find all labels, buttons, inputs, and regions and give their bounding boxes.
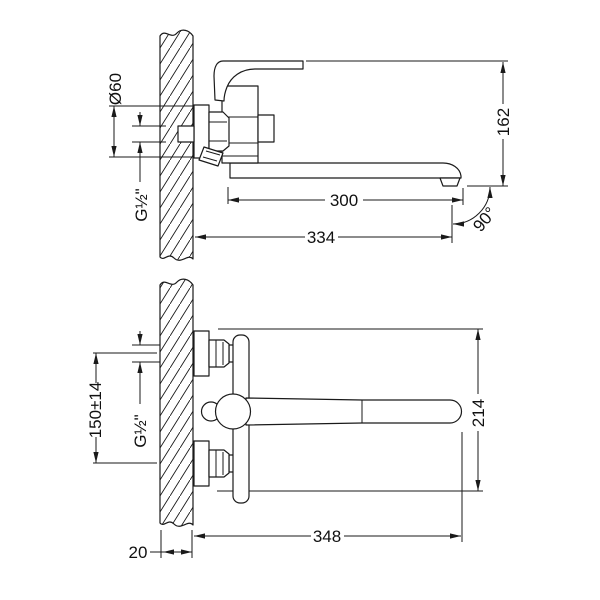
- dim-spout-reach: 300: [227, 187, 464, 210]
- label-overall-depth: 214: [469, 399, 488, 427]
- dim-overall-projection-side: 334: [195, 205, 453, 247]
- label-spout-reach: 300: [330, 191, 358, 210]
- union-nut-plan-top: [208, 339, 230, 368]
- union-nut-side: [208, 111, 230, 152]
- spout-plan: [245, 397, 463, 426]
- label-overall-projection-side: 334: [307, 228, 335, 247]
- union-nut-plan-bottom: [208, 449, 230, 478]
- label-wall-thickness: 20: [129, 543, 148, 562]
- aerator: [439, 177, 461, 187]
- dim-overall-projection-plan: 348: [194, 432, 463, 546]
- dim-height: 162: [306, 60, 513, 187]
- label-supply-centers: 150±14: [86, 382, 105, 439]
- label-escutcheon-diameter: Ø60: [106, 73, 125, 105]
- handle-boss-plan: [214, 393, 252, 430]
- dim-escutcheon-diameter: Ø60: [106, 73, 193, 158]
- nut-facets-plan-bottom: [215, 450, 224, 477]
- escutcheon-plan-bottom: [193, 440, 210, 487]
- label-height: 162: [494, 108, 513, 136]
- nut-facets-plan-top: [215, 340, 224, 367]
- nut-facets-side: [209, 121, 227, 142]
- dim-thread-plan: G½": [131, 331, 160, 448]
- eccentric-detail: [198, 146, 224, 167]
- wall-section-lower: [159, 278, 194, 527]
- dim-supply-centers: 150±14: [86, 352, 157, 464]
- label-overall-projection-plan: 348: [313, 527, 341, 546]
- label-thread-plan: G½": [131, 414, 150, 447]
- label-thread-side: G½": [132, 188, 151, 221]
- dim-overall-depth: 214: [469, 329, 488, 491]
- plan-view: 150±14 G½" 214 348 20: [86, 278, 488, 562]
- lever-handle-side: [213, 60, 304, 102]
- spout-side: [229, 162, 462, 179]
- wall-section-upper: [159, 29, 194, 261]
- escutcheon-plan-top: [193, 330, 210, 377]
- eccentric-detail-lines: [202, 150, 221, 162]
- dim-thread-side: G½": [132, 112, 166, 222]
- side-view: Ø60 G½" 162 300 334: [106, 29, 513, 261]
- diverter-knob: [257, 114, 275, 143]
- dim-wall-thickness: 20: [129, 530, 193, 562]
- supply-stub-side: [177, 125, 195, 143]
- depth-extension-lines: [217, 328, 483, 492]
